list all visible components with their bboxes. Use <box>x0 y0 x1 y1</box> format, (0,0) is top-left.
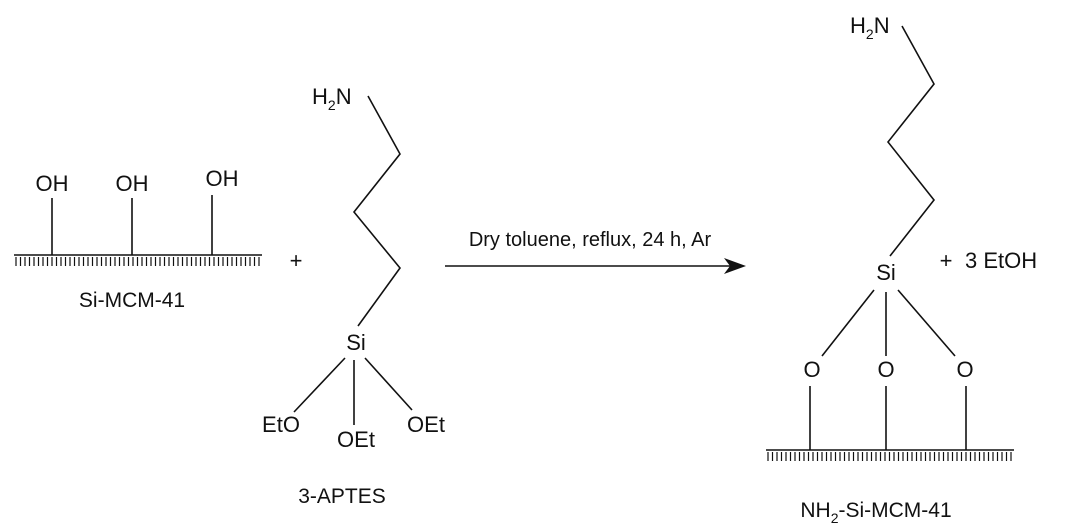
aptes-ethoxy-right: OEt <box>407 412 445 437</box>
ethanol-byproduct: 3 EtOH <box>965 248 1037 273</box>
aptes-ethoxy-middle: OEt <box>337 427 375 452</box>
reaction-conditions: Dry toluene, reflux, 24 h, Ar <box>469 229 712 251</box>
product-label: NH2-Si-MCM-41 <box>800 499 951 525</box>
product-amine-label: H2N <box>850 13 890 42</box>
surface-hydroxyl-1: OH <box>36 171 69 196</box>
aptes-si-o-bond-left <box>293 357 346 413</box>
product-oxygen-2: O <box>877 357 894 382</box>
surface-hydroxyl-3: OH <box>206 166 239 191</box>
aptes-label: 3-APTES <box>298 485 386 508</box>
product-oxygen-3: O <box>956 357 973 382</box>
aptes-silicon: Si <box>346 330 366 355</box>
reaction-arrow: Dry toluene, reflux, 24 h, Ar <box>445 229 746 274</box>
product-si-o-bond-right <box>897 289 956 357</box>
plus-sign-1: + <box>290 248 303 273</box>
product-propyl-chain <box>886 25 936 257</box>
arrow-head <box>724 258 746 274</box>
product-silicon: Si <box>876 260 896 285</box>
silica-surface-reactant: OH OH OH Si-MCM-41 <box>14 166 262 312</box>
aptes-propyl-chain <box>352 95 402 327</box>
aptes-molecule: H2N Si EtO OEt OEt 3-APTES <box>262 84 445 508</box>
product-si-o-bond-left <box>821 289 875 357</box>
silica-label: Si-MCM-41 <box>79 289 185 312</box>
silica-surface-hatching <box>15 257 260 266</box>
plus-sign-2: + <box>940 248 953 273</box>
product-oxygen-1: O <box>803 357 820 382</box>
aptes-si-o-bond-right <box>364 357 413 411</box>
aptes-ethoxy-left: EtO <box>262 412 300 437</box>
surface-hydroxyl-2: OH <box>116 171 149 196</box>
aptes-amine-label: H2N <box>312 84 352 113</box>
product-surface-hatching <box>767 452 1012 461</box>
product-molecule: H2N Si O O O NH2-Si-MCM-41 <box>766 13 1014 525</box>
